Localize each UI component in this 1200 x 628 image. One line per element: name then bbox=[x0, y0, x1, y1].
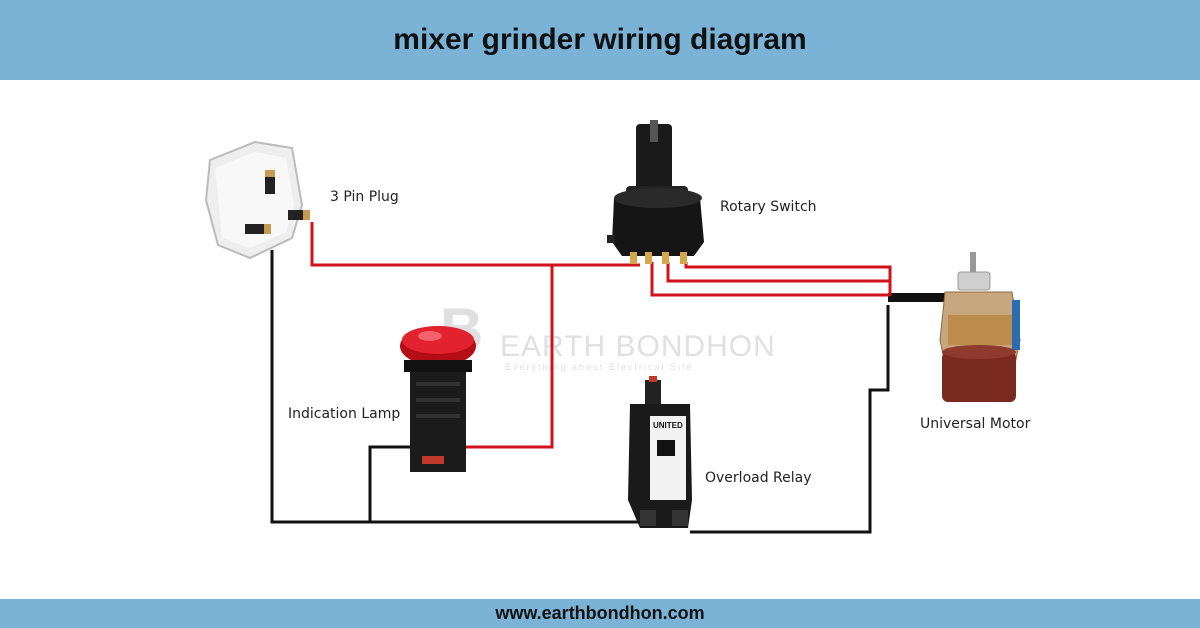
earth-pin bbox=[265, 170, 275, 194]
watermark-tagline: Everything about Electrical Site bbox=[505, 362, 694, 372]
live-wires bbox=[310, 222, 892, 449]
overload-relay-label: Overload Relay bbox=[705, 470, 812, 486]
diagram-canvas: B EARTH BONDHON Everything about Electri… bbox=[204, 120, 1031, 534]
neutral-wire-lamp bbox=[368, 445, 412, 522]
live-wire-speed-2 bbox=[666, 262, 890, 283]
footer-banner: www.earthbondhon.com bbox=[0, 599, 1200, 628]
page-title: mixer grinder wiring diagram bbox=[393, 23, 807, 56]
neutral-wire-plug-relay bbox=[270, 250, 645, 524]
title-banner: mixer grinder wiring diagram bbox=[0, 0, 1200, 80]
indication-lamp-label: Indication Lamp bbox=[288, 406, 400, 422]
rotary-switch-label: Rotary Switch bbox=[720, 199, 817, 215]
motor-lead bbox=[888, 293, 953, 302]
overload-relay-image: UNITED bbox=[628, 376, 692, 528]
live-wire-speed-3 bbox=[650, 262, 890, 297]
live-wire-speed-1 bbox=[684, 262, 892, 296]
motor-label: Universal Motor bbox=[920, 416, 1031, 432]
live-wire-lamp bbox=[462, 265, 554, 449]
plug-label: 3 Pin Plug bbox=[330, 189, 399, 205]
live-pin bbox=[288, 210, 310, 220]
rotary-switch-image bbox=[607, 120, 704, 264]
website-url: www.earthbondhon.com bbox=[495, 603, 705, 623]
wiring-diagram: B EARTH BONDHON Everything about Electri… bbox=[0, 80, 1200, 599]
motor-image bbox=[939, 252, 1021, 402]
indication-lamp-image bbox=[400, 326, 476, 472]
watermark: B EARTH BONDHON Everything about Electri… bbox=[440, 296, 776, 372]
relay-brand: UNITED bbox=[653, 421, 683, 430]
neutral-wires bbox=[270, 250, 953, 534]
neutral-wire-relay-motor bbox=[690, 305, 890, 534]
plug-image bbox=[204, 140, 310, 260]
live-wire-plug-switch bbox=[310, 222, 640, 267]
watermark-name: EARTH BONDHON bbox=[500, 330, 776, 363]
neutral-pin bbox=[245, 224, 271, 234]
